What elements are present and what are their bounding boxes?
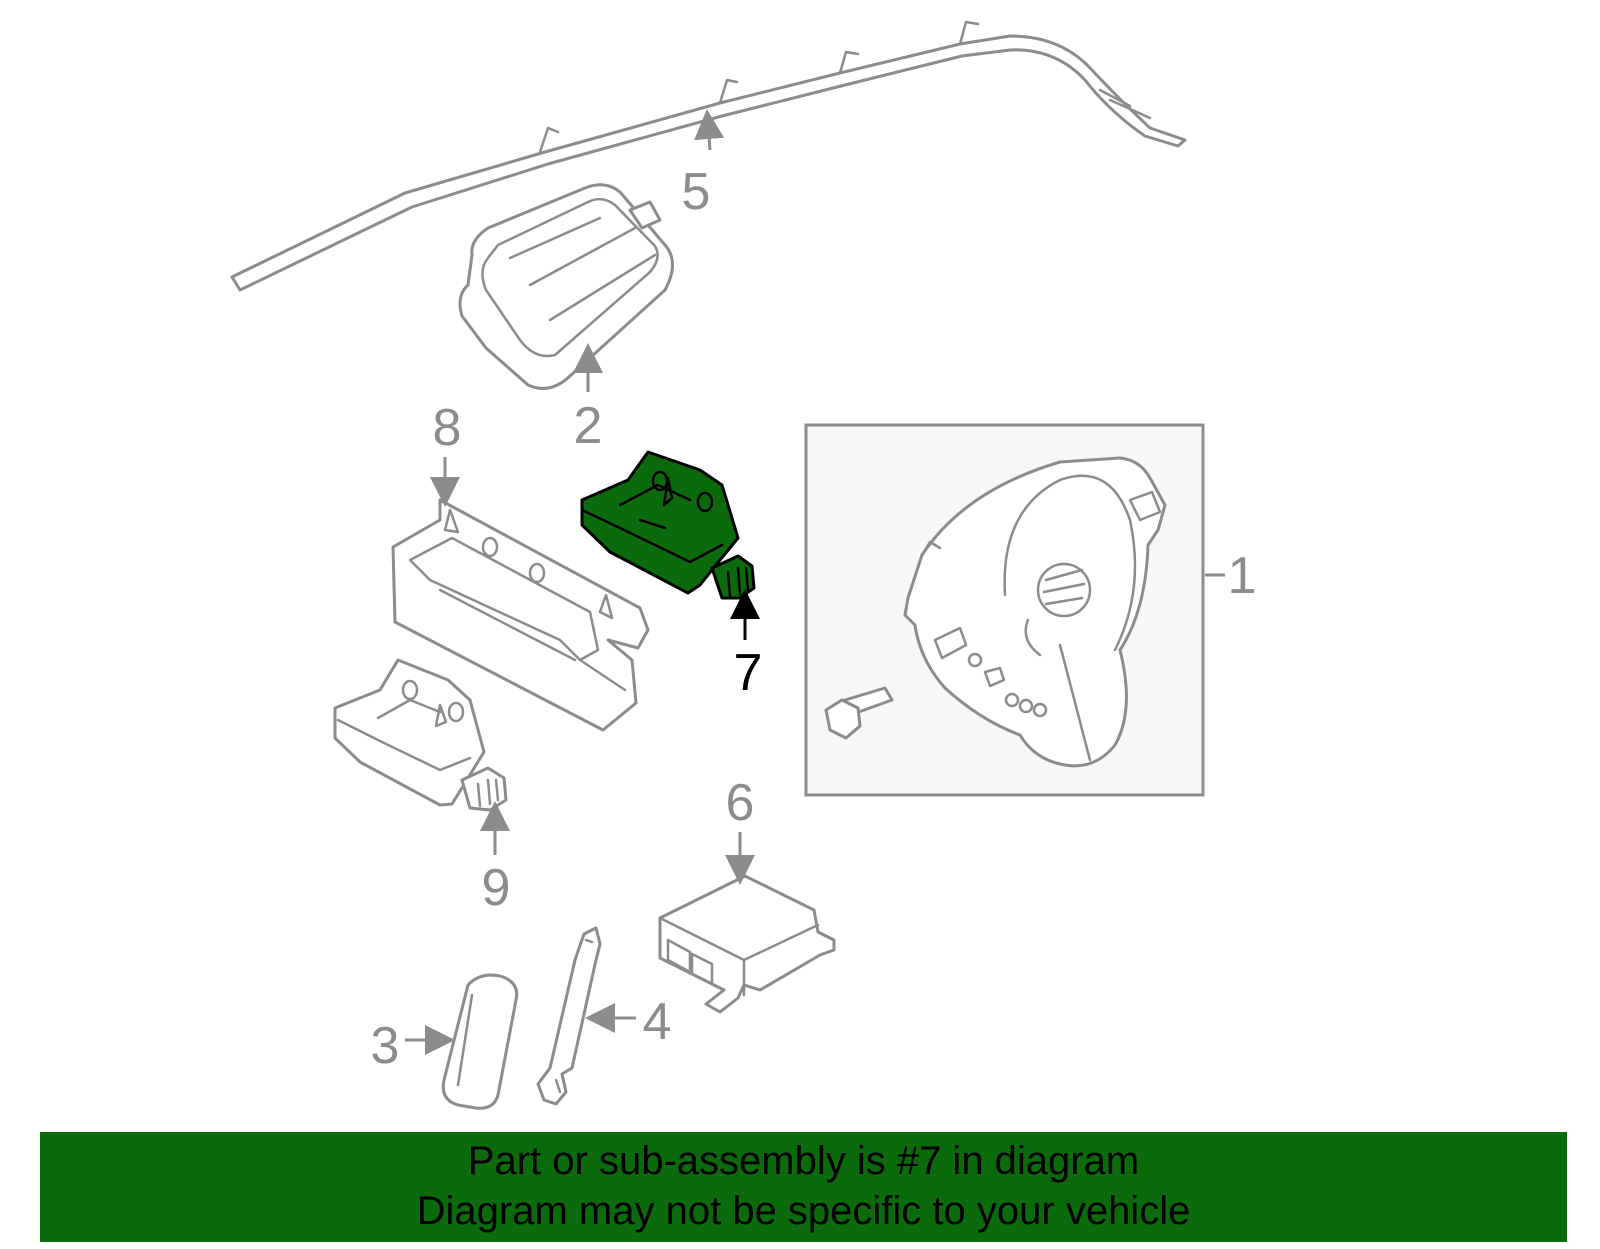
callout-9[interactable]: 9: [482, 859, 511, 917]
part-6-control-module[interactable]: [658, 874, 836, 1014]
arrow-5: [694, 109, 725, 151]
callout-3[interactable]: 3: [371, 1017, 400, 1075]
callout-6[interactable]: 6: [726, 774, 755, 832]
banner-line-1: Part or sub-assembly is #7 in diagram: [467, 1139, 1140, 1183]
part-3-airbag-cover[interactable]: [441, 973, 519, 1110]
part-5-curtain-airbag[interactable]: [230, 20, 1187, 292]
callout-2[interactable]: 2: [574, 397, 603, 455]
part-2-passenger-airbag[interactable]: [458, 183, 674, 390]
callout-1[interactable]: 1: [1228, 547, 1257, 605]
part-7-impact-sensor[interactable]: [580, 450, 756, 600]
callout-8[interactable]: 8: [433, 399, 462, 457]
banner-line-2: Diagram may not be specific to your vehi…: [416, 1189, 1191, 1233]
info-banner: Part or sub-assembly is #7 in diagram Di…: [40, 1132, 1567, 1242]
part-9-sensor[interactable]: [333, 658, 508, 812]
callout-7[interactable]: 7: [734, 644, 763, 702]
callout-5[interactable]: 5: [682, 163, 711, 221]
part-1-steering-airbag[interactable]: [804, 423, 1205, 797]
part-4-bracket[interactable]: [536, 926, 602, 1106]
callout-4[interactable]: 4: [643, 993, 672, 1051]
